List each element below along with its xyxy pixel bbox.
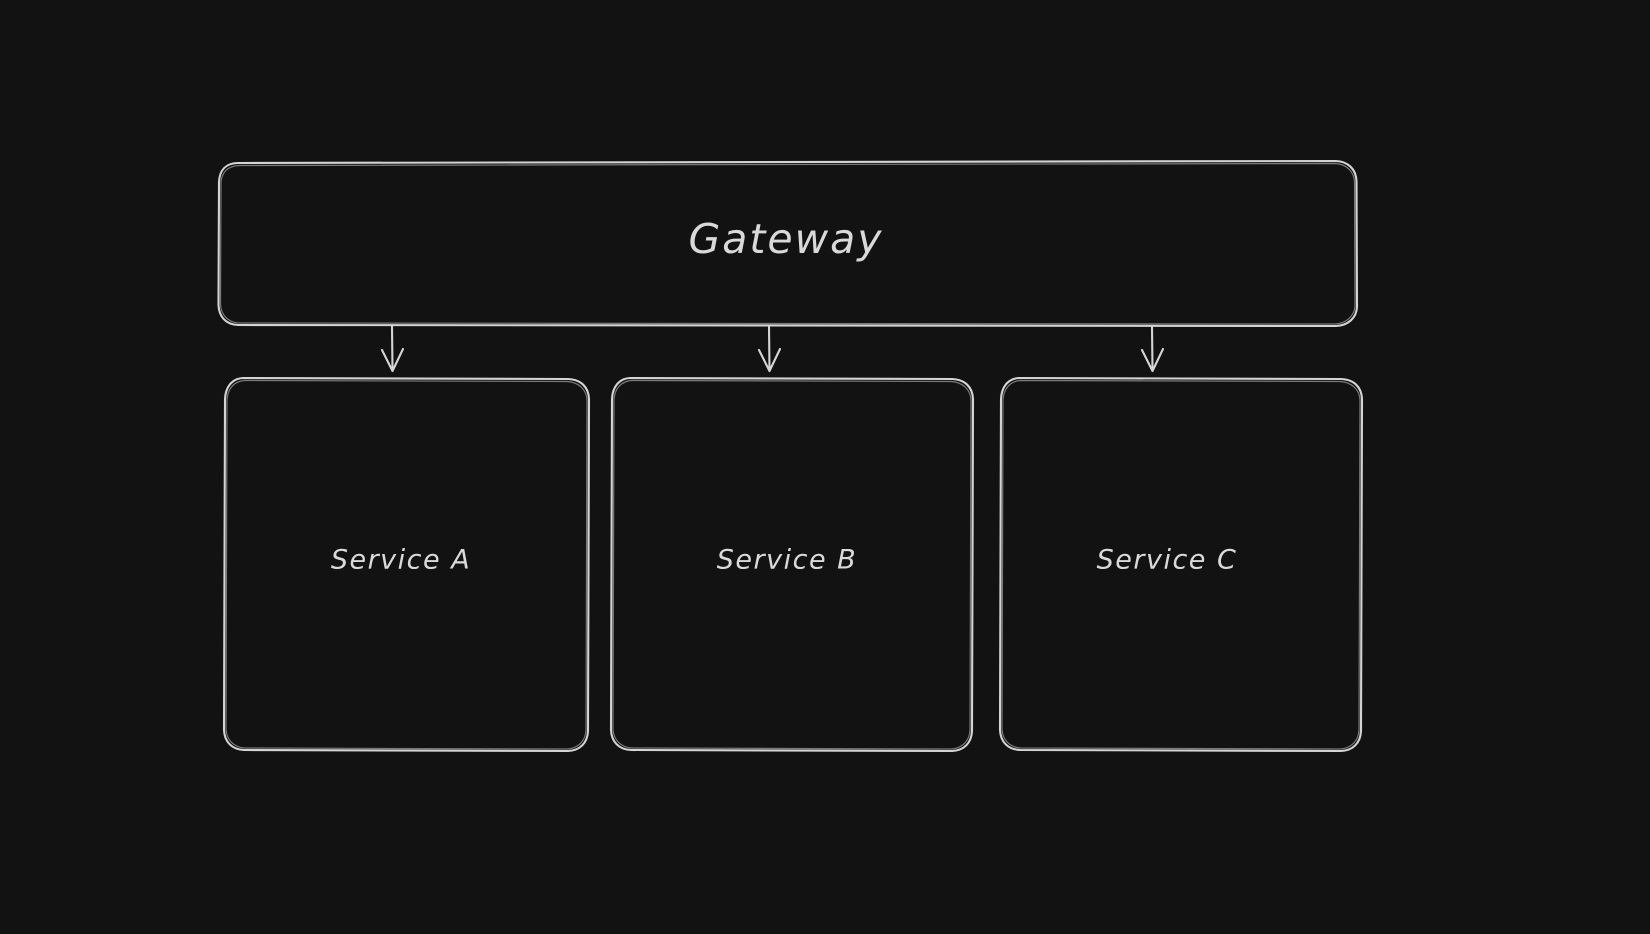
edge-gateway-to-service-c[interactable]	[1140, 324, 1165, 373]
service-c-box-outline-second-pass	[1001, 379, 1361, 750]
edge-gateway-to-service-c-line	[1150, 324, 1154, 372]
service-b-box-outline	[609, 376, 975, 753]
edge-gateway-to-service-b-arrowhead	[757, 347, 782, 373]
gateway-box-outline	[217, 159, 1359, 328]
node-service-c[interactable]	[998, 376, 1364, 753]
node-gateway[interactable]	[217, 159, 1359, 328]
service-c-label: Service C	[1096, 544, 1238, 576]
edge-gateway-to-service-a-line	[390, 324, 394, 372]
service-b-box-outline-second-pass	[612, 379, 972, 750]
service-a-box-outline	[222, 376, 591, 753]
node-service-a[interactable]	[222, 376, 591, 753]
edge-gateway-to-service-a[interactable]	[380, 324, 405, 373]
service-a-box-outline-second-pass	[225, 379, 588, 750]
edge-gateway-to-service-b[interactable]	[757, 324, 782, 373]
gateway-label: Gateway	[688, 215, 884, 263]
service-c-box-outline	[998, 376, 1364, 753]
service-a-label: Service A	[330, 544, 472, 576]
edge-gateway-to-service-c-arrowhead	[1140, 347, 1165, 373]
service-b-label: Service B	[716, 544, 858, 576]
edge-gateway-to-service-a-arrowhead	[380, 347, 405, 373]
edge-gateway-to-service-b-line	[767, 324, 771, 372]
gateway-box-outline-second-pass	[219, 162, 1356, 325]
node-service-b[interactable]	[609, 376, 975, 753]
